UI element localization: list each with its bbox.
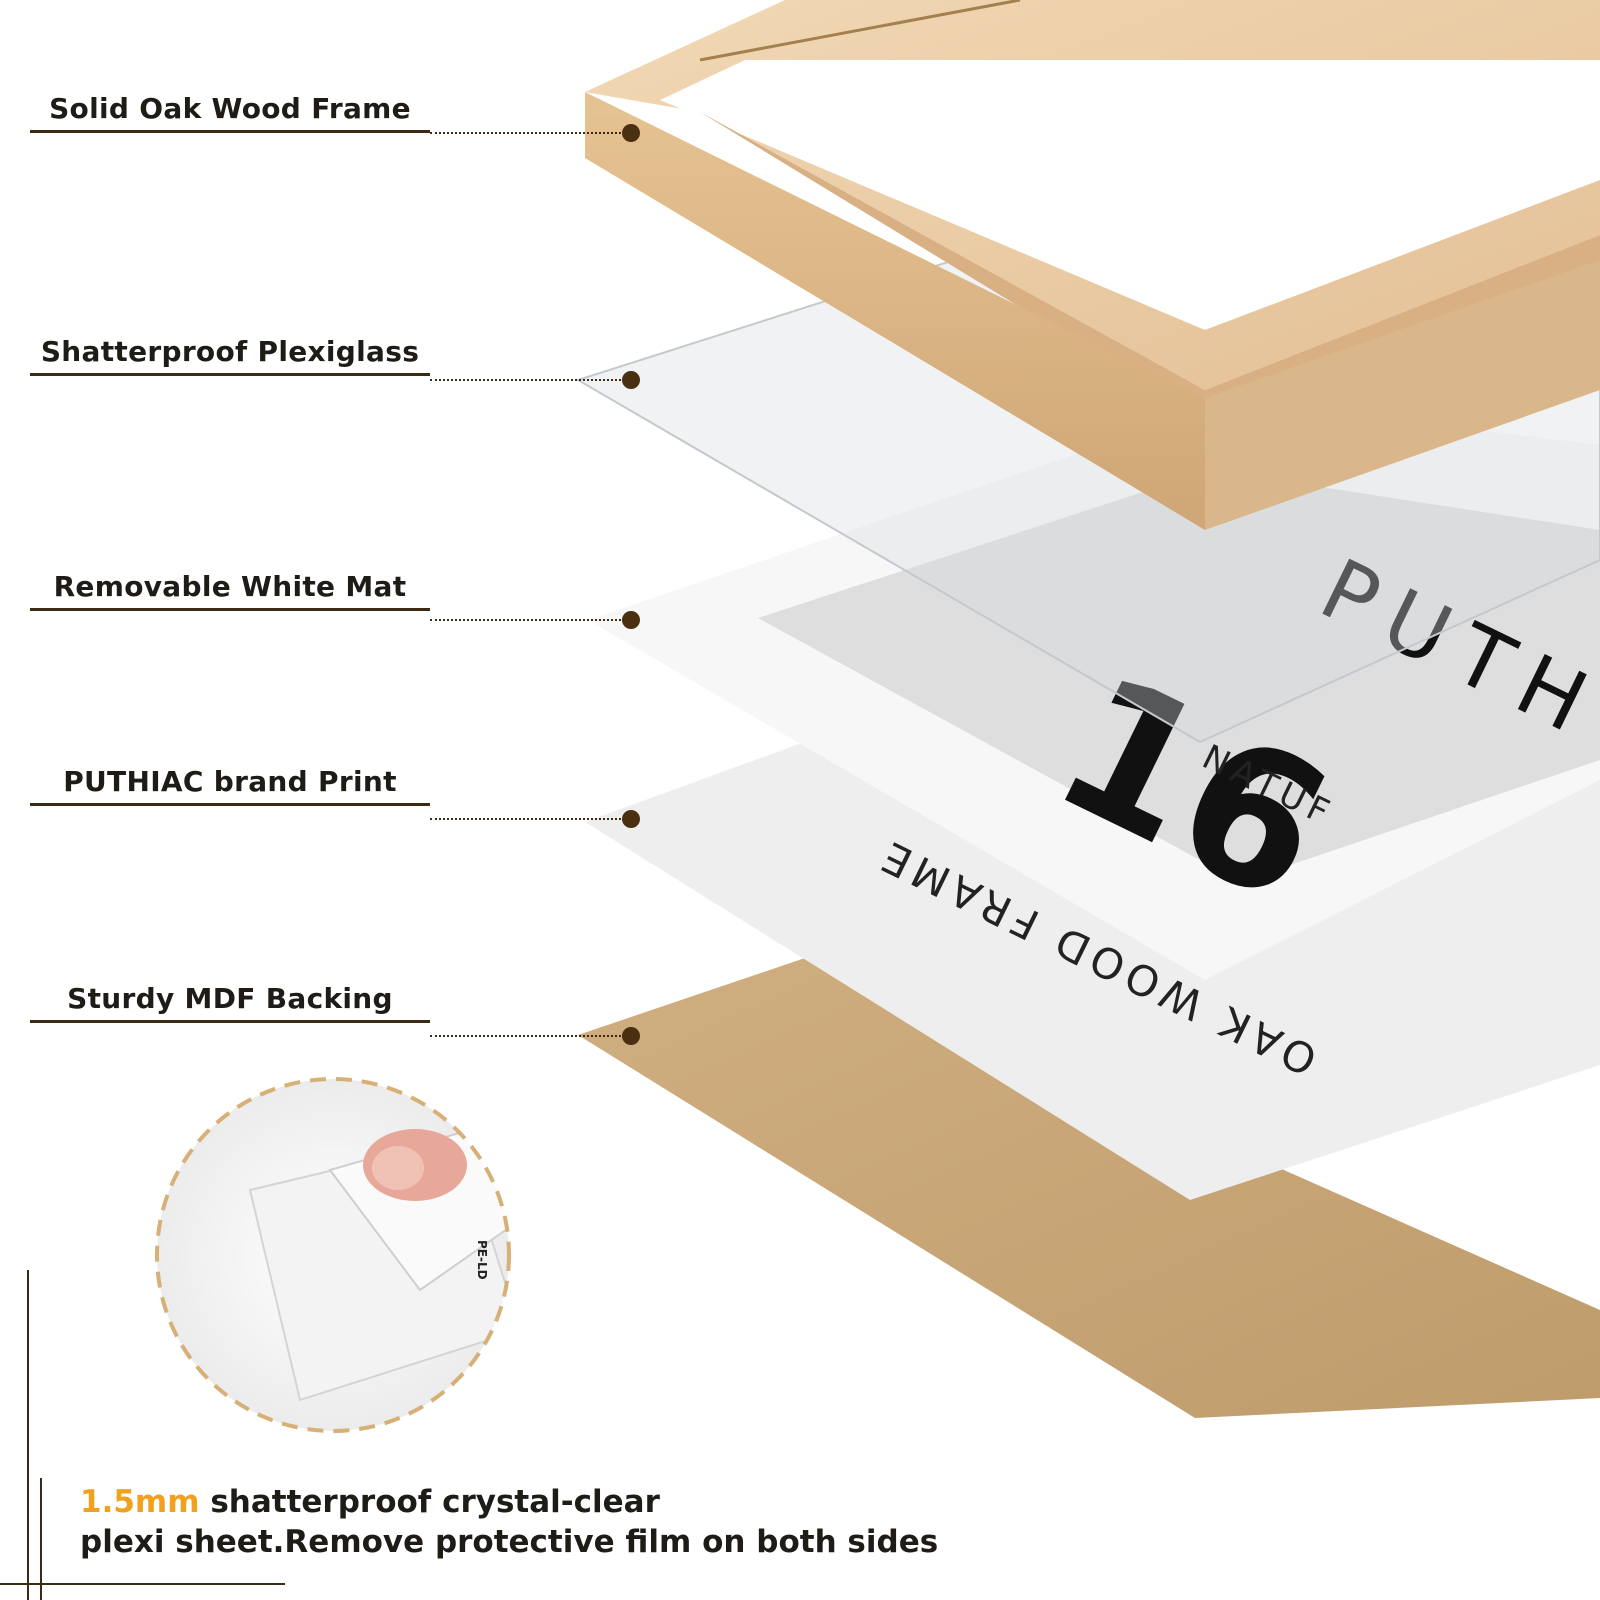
label-underline: [30, 608, 430, 611]
film-label-text: PE-LD: [475, 1240, 489, 1280]
label-mdf-backing-text: Sturdy MDF Backing: [67, 982, 393, 1015]
leader-line-mat: [430, 619, 625, 621]
marker-dot-frame: [622, 124, 640, 142]
label-white-mat-text: Removable White Mat: [53, 570, 407, 603]
mdf-backing-layer: [578, 958, 1600, 1418]
leader-line-plexiglass: [430, 379, 625, 381]
marker-dot-mat: [622, 611, 640, 629]
leader-line-backing: [430, 1035, 625, 1037]
corner-bracket-inner: [40, 1478, 42, 1600]
caption-highlight: 1.5mm: [80, 1484, 200, 1520]
leader-line-frame: [430, 132, 625, 134]
label-print-text: PUTHIAC brand Print: [63, 765, 397, 798]
label-oak-frame-text: Solid Oak Wood Frame: [49, 92, 411, 125]
marker-dot-backing: [622, 1027, 640, 1045]
oak-frame-layer: [585, 0, 1600, 530]
label-mdf-backing: Sturdy MDF Backing: [30, 982, 430, 1023]
corner-bracket-horizontal: [0, 1583, 285, 1585]
label-underline: [30, 1020, 430, 1023]
corner-bracket-vertical: [27, 1270, 29, 1600]
detail-circle: PE-LD: [155, 1077, 511, 1433]
label-underline: [30, 373, 430, 376]
marker-dot-plexiglass: [622, 371, 640, 389]
label-print: PUTHIAC brand Print: [30, 765, 430, 806]
label-underline: [30, 130, 430, 133]
label-white-mat: Removable White Mat: [30, 570, 430, 611]
caption-line-1: 1.5mm shatterproof crystal-clear: [80, 1482, 1080, 1522]
label-oak-frame: Solid Oak Wood Frame: [30, 92, 430, 133]
label-underline: [30, 803, 430, 806]
caption-line-1-rest: shatterproof crystal-clear: [199, 1484, 660, 1520]
label-plexiglass-text: Shatterproof Plexiglass: [40, 335, 420, 368]
leader-line-print: [430, 818, 625, 820]
mat-window: [758, 470, 1600, 882]
plexi-caption: 1.5mm shatterproof crystal-clear plexi s…: [80, 1482, 1080, 1562]
caption-line-2: plexi sheet.Remove protective film on bo…: [80, 1524, 939, 1560]
label-plexiglass: Shatterproof Plexiglass: [30, 335, 430, 376]
marker-dot-print: [622, 810, 640, 828]
